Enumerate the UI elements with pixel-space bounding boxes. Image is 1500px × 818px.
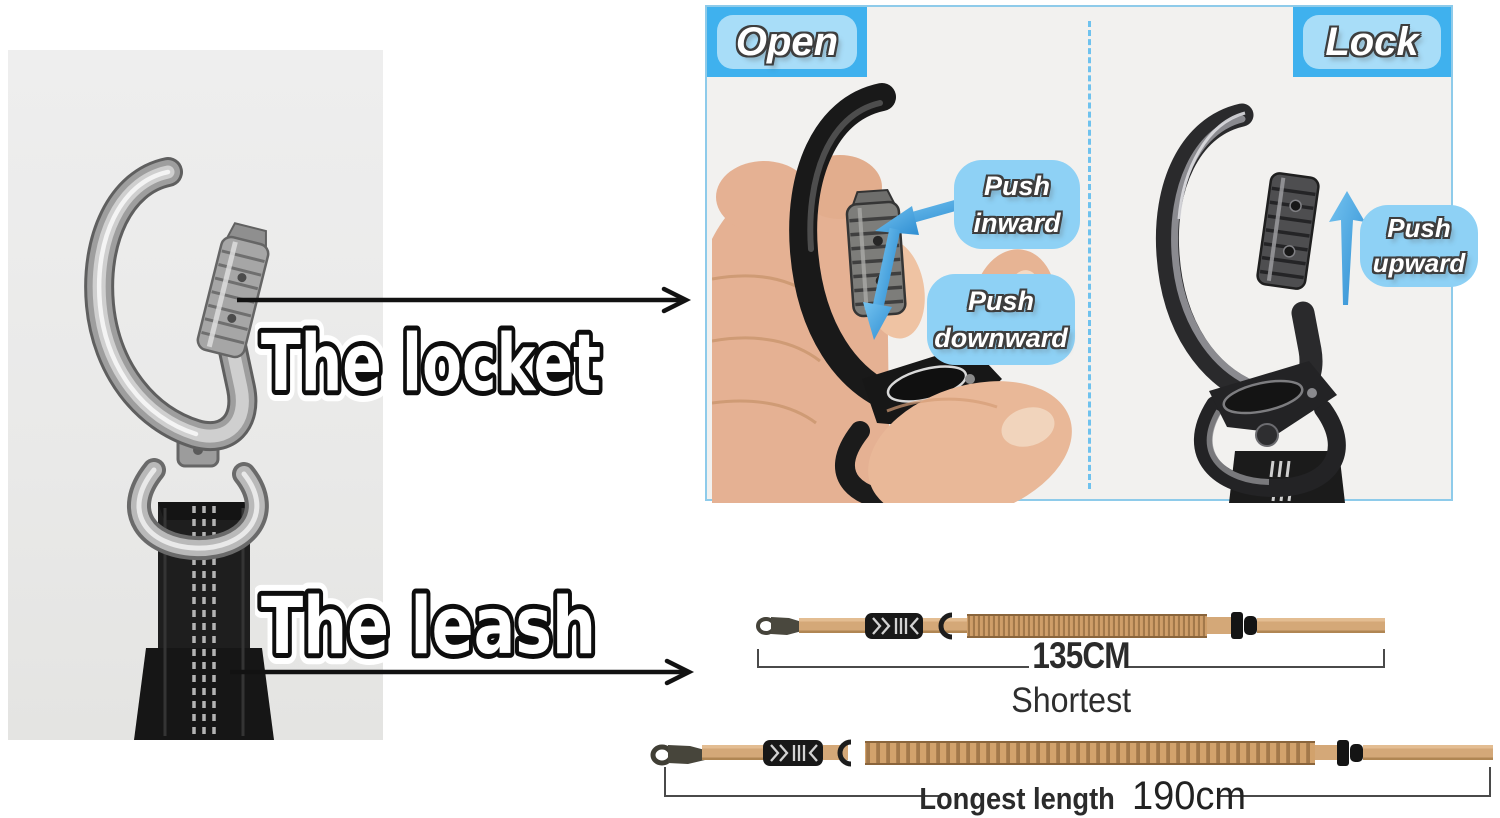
leash-title: The leash The leash: [255, 573, 607, 683]
lock-badge: Lock: [1293, 7, 1451, 77]
short-length-label: 135CM: [1032, 635, 1130, 676]
lock-carabiner: [1155, 103, 1337, 447]
long-leash-dring: [837, 739, 852, 767]
long-length-label: Longest length 190cm: [914, 774, 1246, 818]
instruction-panel: Open Lock: [705, 5, 1478, 503]
short-length-bracket: 135CM: [757, 635, 1385, 676]
long-length-text: Longest length: [919, 781, 1116, 816]
push-upward-line2: upward: [1372, 248, 1466, 278]
short-leash-bungee: [967, 614, 1207, 638]
locket-title-text: The locket: [261, 319, 601, 409]
open-badge: Open: [707, 7, 867, 77]
product-photo: [8, 50, 383, 740]
locket-title: The locket The locket: [255, 310, 612, 420]
screw-lock-barrel: [196, 222, 270, 359]
short-leash-grip: [865, 613, 923, 639]
leash-title-halo: The leash: [261, 582, 596, 672]
leash-short-photo: [756, 612, 1385, 640]
silver-carabiner-with-leash-illustration: [84, 157, 274, 740]
short-leash-buckle: [1231, 612, 1257, 639]
push-inward-line1: Push: [983, 170, 1050, 201]
short-leash-clasp: [756, 617, 802, 635]
long-leash-end-strap: [1363, 745, 1493, 760]
push-inward-line2: inward: [973, 207, 1061, 238]
short-leash-dring: [938, 612, 953, 640]
push-inward-bubble: Push inward: [954, 160, 1080, 249]
locket-arrow-icon: [237, 286, 692, 314]
leash-arrow-icon: [230, 658, 695, 686]
push-downward-line2: downward: [934, 322, 1068, 353]
long-length-bracket: Longest length 190cm: [664, 767, 1491, 818]
long-length-value: 190cm: [1131, 774, 1246, 818]
short-caption: Shortest: [1011, 681, 1131, 720]
long-leash-clasp: [650, 744, 705, 766]
open-badge-label: Open: [717, 15, 857, 69]
push-upward-line1: Push: [1387, 213, 1451, 243]
long-leash-grip: [763, 740, 823, 766]
long-leash-bungee: [865, 741, 1315, 765]
carabiner-body: [84, 157, 258, 451]
lock-d-ring: [1194, 396, 1346, 498]
leash-long-photo: [650, 739, 1493, 767]
thumb: [868, 381, 1072, 503]
panel-divider: [1088, 21, 1091, 489]
push-downward-bubble: Push downward: [927, 274, 1075, 365]
short-leash-end-strap: [1257, 618, 1385, 633]
leash-title-text: The leash: [261, 582, 596, 672]
locket-title-halo: The locket: [261, 319, 601, 409]
push-downward-line1: Push: [967, 285, 1034, 316]
long-leash-strap: [702, 745, 766, 760]
lock-badge-label: Lock: [1303, 15, 1441, 69]
lock-carabiner-photo: [1155, 103, 1346, 503]
long-leash-buckle: [1337, 740, 1363, 766]
push-upward-bubble: Push upward: [1360, 205, 1478, 287]
